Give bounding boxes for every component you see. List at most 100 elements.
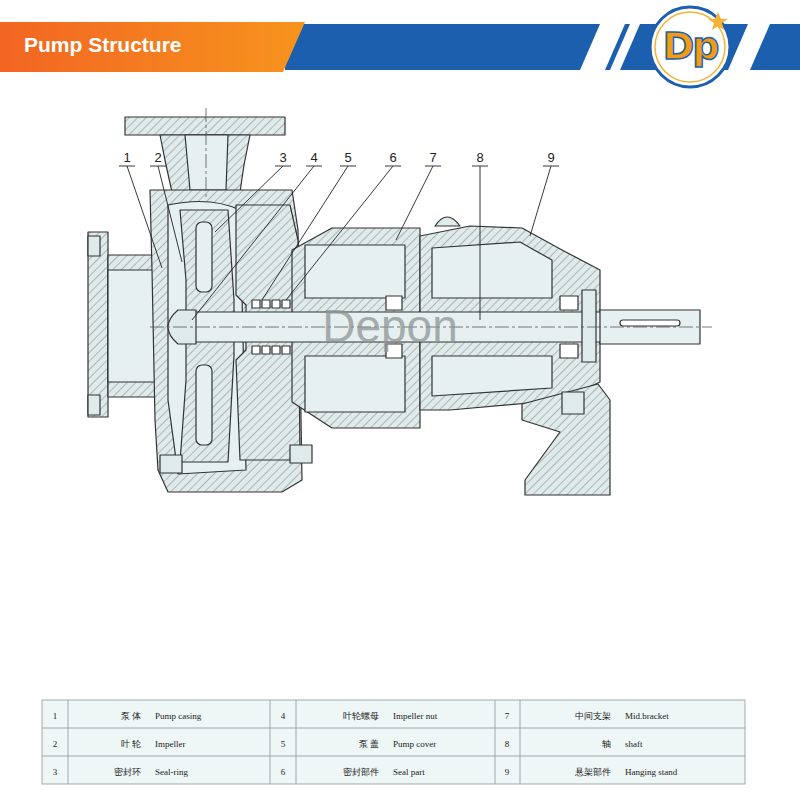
table-name-en: shaft (625, 739, 643, 749)
callout-number-box: 9 (547, 148, 554, 166)
header-band (728, 24, 770, 70)
page-title: Pump Structure (24, 33, 182, 56)
header-band (0, 7, 800, 87)
callout-number-box: 1 (123, 148, 130, 166)
logo-text: Dp (663, 24, 718, 68)
table-name-en: Impeller nut (393, 711, 437, 721)
callout-number-box: 7 (429, 148, 436, 166)
parts-table (42, 756, 745, 757)
pump-section (88, 236, 100, 256)
pump-section (560, 344, 578, 358)
callout-number: 9 (547, 150, 554, 165)
pump-section (560, 296, 578, 310)
table-name-en-box: Impeller nut (393, 705, 437, 723)
table-name-cn-box: 悬架部件 (575, 761, 611, 779)
leader-lines (150, 166, 182, 262)
parts-table (495, 700, 496, 784)
table-number-box: 3 (53, 761, 58, 779)
table-name-en: Pump cover (393, 739, 436, 749)
pump-section (196, 365, 212, 445)
callout-number: 1 (123, 150, 130, 165)
leader-lines (262, 166, 356, 300)
pump-section (185, 135, 228, 190)
callout-number: 6 (389, 150, 396, 165)
table-name-cn: 悬架部件 (575, 767, 611, 777)
table-name-en: Impeller (155, 739, 186, 749)
header-band (610, 24, 640, 70)
table-number-box: 1 (53, 705, 58, 723)
table-name-en-box: Seal part (393, 761, 425, 779)
title-box: Pump Structure (24, 33, 182, 57)
table-number-box: 9 (505, 761, 510, 779)
pump-section (432, 242, 552, 298)
table-name-en: Mid.bracket (625, 711, 669, 721)
callout-number-box: 4 (310, 148, 317, 166)
callout-number: 2 (154, 150, 161, 165)
table-number-box: 2 (53, 733, 58, 751)
table-name-cn-box: 密封环 (114, 761, 141, 779)
pump-section (262, 346, 270, 354)
table-name-cn-box: 泵 体 (121, 705, 141, 723)
leader-lines (286, 166, 401, 300)
table-number-box: 4 (281, 705, 286, 723)
pump-section (160, 455, 182, 473)
table-name-cn: 密封环 (114, 767, 141, 777)
table-name-en-box: Impeller (155, 733, 186, 751)
leader-lines (215, 166, 291, 232)
table-name-cn: 轴 (602, 739, 611, 749)
callout-number: 3 (279, 150, 286, 165)
table-name-cn-box: 中间支架 (575, 705, 611, 723)
pump-section (305, 356, 405, 412)
leader-lines (192, 166, 322, 320)
parts-table (42, 700, 745, 784)
pump-section (88, 395, 100, 415)
table-number: 2 (53, 739, 58, 749)
callout-number-box: 6 (389, 148, 396, 166)
callout-number-box: 8 (476, 148, 483, 166)
table-name-en-box: Hanging stand (625, 761, 677, 779)
table-number: 1 (53, 711, 58, 721)
table-name-cn-box: 密封部件 (343, 761, 379, 779)
header-band (650, 7, 730, 87)
pump-section (282, 346, 290, 354)
callout-number-box: 2 (154, 148, 161, 166)
callout-number-box: 3 (279, 148, 286, 166)
pump-section (522, 384, 610, 495)
table-name-en: Seal part (393, 767, 425, 777)
table-name-en-box: Seal-ring (155, 761, 188, 779)
table-name-cn-box: 叶轮螺母 (343, 705, 379, 723)
table-name-en-box: Pump cover (393, 733, 436, 751)
pump-section (562, 392, 584, 414)
table-name-cn: 泵 体 (121, 711, 141, 721)
parts-table (270, 700, 271, 784)
table-name-en-box: Mid.bracket (625, 705, 669, 723)
header-band (0, 22, 305, 72)
table-number-box: 7 (505, 705, 510, 723)
table-number-box: 8 (505, 733, 510, 751)
pump-section (206, 108, 207, 200)
callout-number: 5 (344, 150, 351, 165)
table-number: 4 (281, 711, 286, 721)
table-name-en: Pump casing (155, 711, 201, 721)
table-name-cn: 叶轮螺母 (343, 711, 379, 721)
pump-section (620, 320, 680, 326)
table-name-cn: 中间支架 (575, 711, 611, 721)
leader-lines (119, 166, 559, 320)
logo-text-box: Dp (663, 26, 718, 68)
table-number: 6 (281, 767, 286, 777)
table-name-en: Seal-ring (155, 767, 188, 777)
table-number-box: 6 (281, 761, 286, 779)
pump-section (88, 232, 108, 417)
table-name-cn: 叶 轮 (121, 739, 141, 749)
pump-section (88, 108, 712, 495)
pump-section (262, 300, 270, 308)
pump-section (125, 117, 285, 135)
watermark-box: Depon (322, 301, 458, 352)
pump-section (272, 346, 280, 354)
parts-table (296, 700, 297, 784)
table-name-cn-box: 叶 轮 (121, 733, 141, 751)
pump-section (282, 300, 290, 308)
pump-section (305, 245, 405, 298)
